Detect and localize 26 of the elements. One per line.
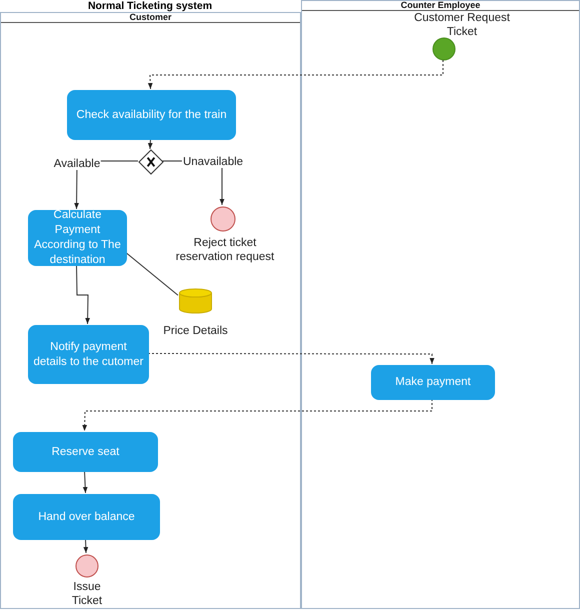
- swimlane: [301, 0, 580, 609]
- association-line: [126, 252, 178, 296]
- arrow: [148, 138, 153, 150]
- task-box: Make payment: [371, 365, 495, 400]
- event-caption: Customer Request Ticket: [413, 11, 511, 40]
- gateway-diamond: [139, 150, 163, 174]
- arrow: [82, 470, 88, 494]
- task-box: Hand over balance: [13, 494, 160, 540]
- event-caption: Issue Ticket: [70, 580, 104, 609]
- arrow: [148, 60, 444, 90]
- arrow: [148, 353, 434, 364]
- edge-label: Available: [52, 158, 102, 170]
- event-caption: Price Details: [162, 324, 229, 338]
- task-box: Notify payment details to the cutomer: [28, 325, 149, 384]
- diagram-title: Normal Ticketing system: [86, 0, 214, 12]
- arrow: [82, 398, 432, 432]
- event-caption: Reject ticket reservation request: [174, 236, 276, 265]
- task-box: Calculate Payment According to The destination: [28, 210, 127, 266]
- arrow: [83, 538, 88, 554]
- swimlane: [0, 12, 301, 609]
- lane-header: Customer: [1, 13, 300, 23]
- task-box: Reserve seat: [13, 432, 158, 472]
- edge-label: Unavailable: [182, 156, 244, 168]
- task-box: Check availability for the train: [67, 90, 236, 140]
- arrow: [76, 264, 90, 324]
- lane-header: Counter Employee: [302, 1, 579, 11]
